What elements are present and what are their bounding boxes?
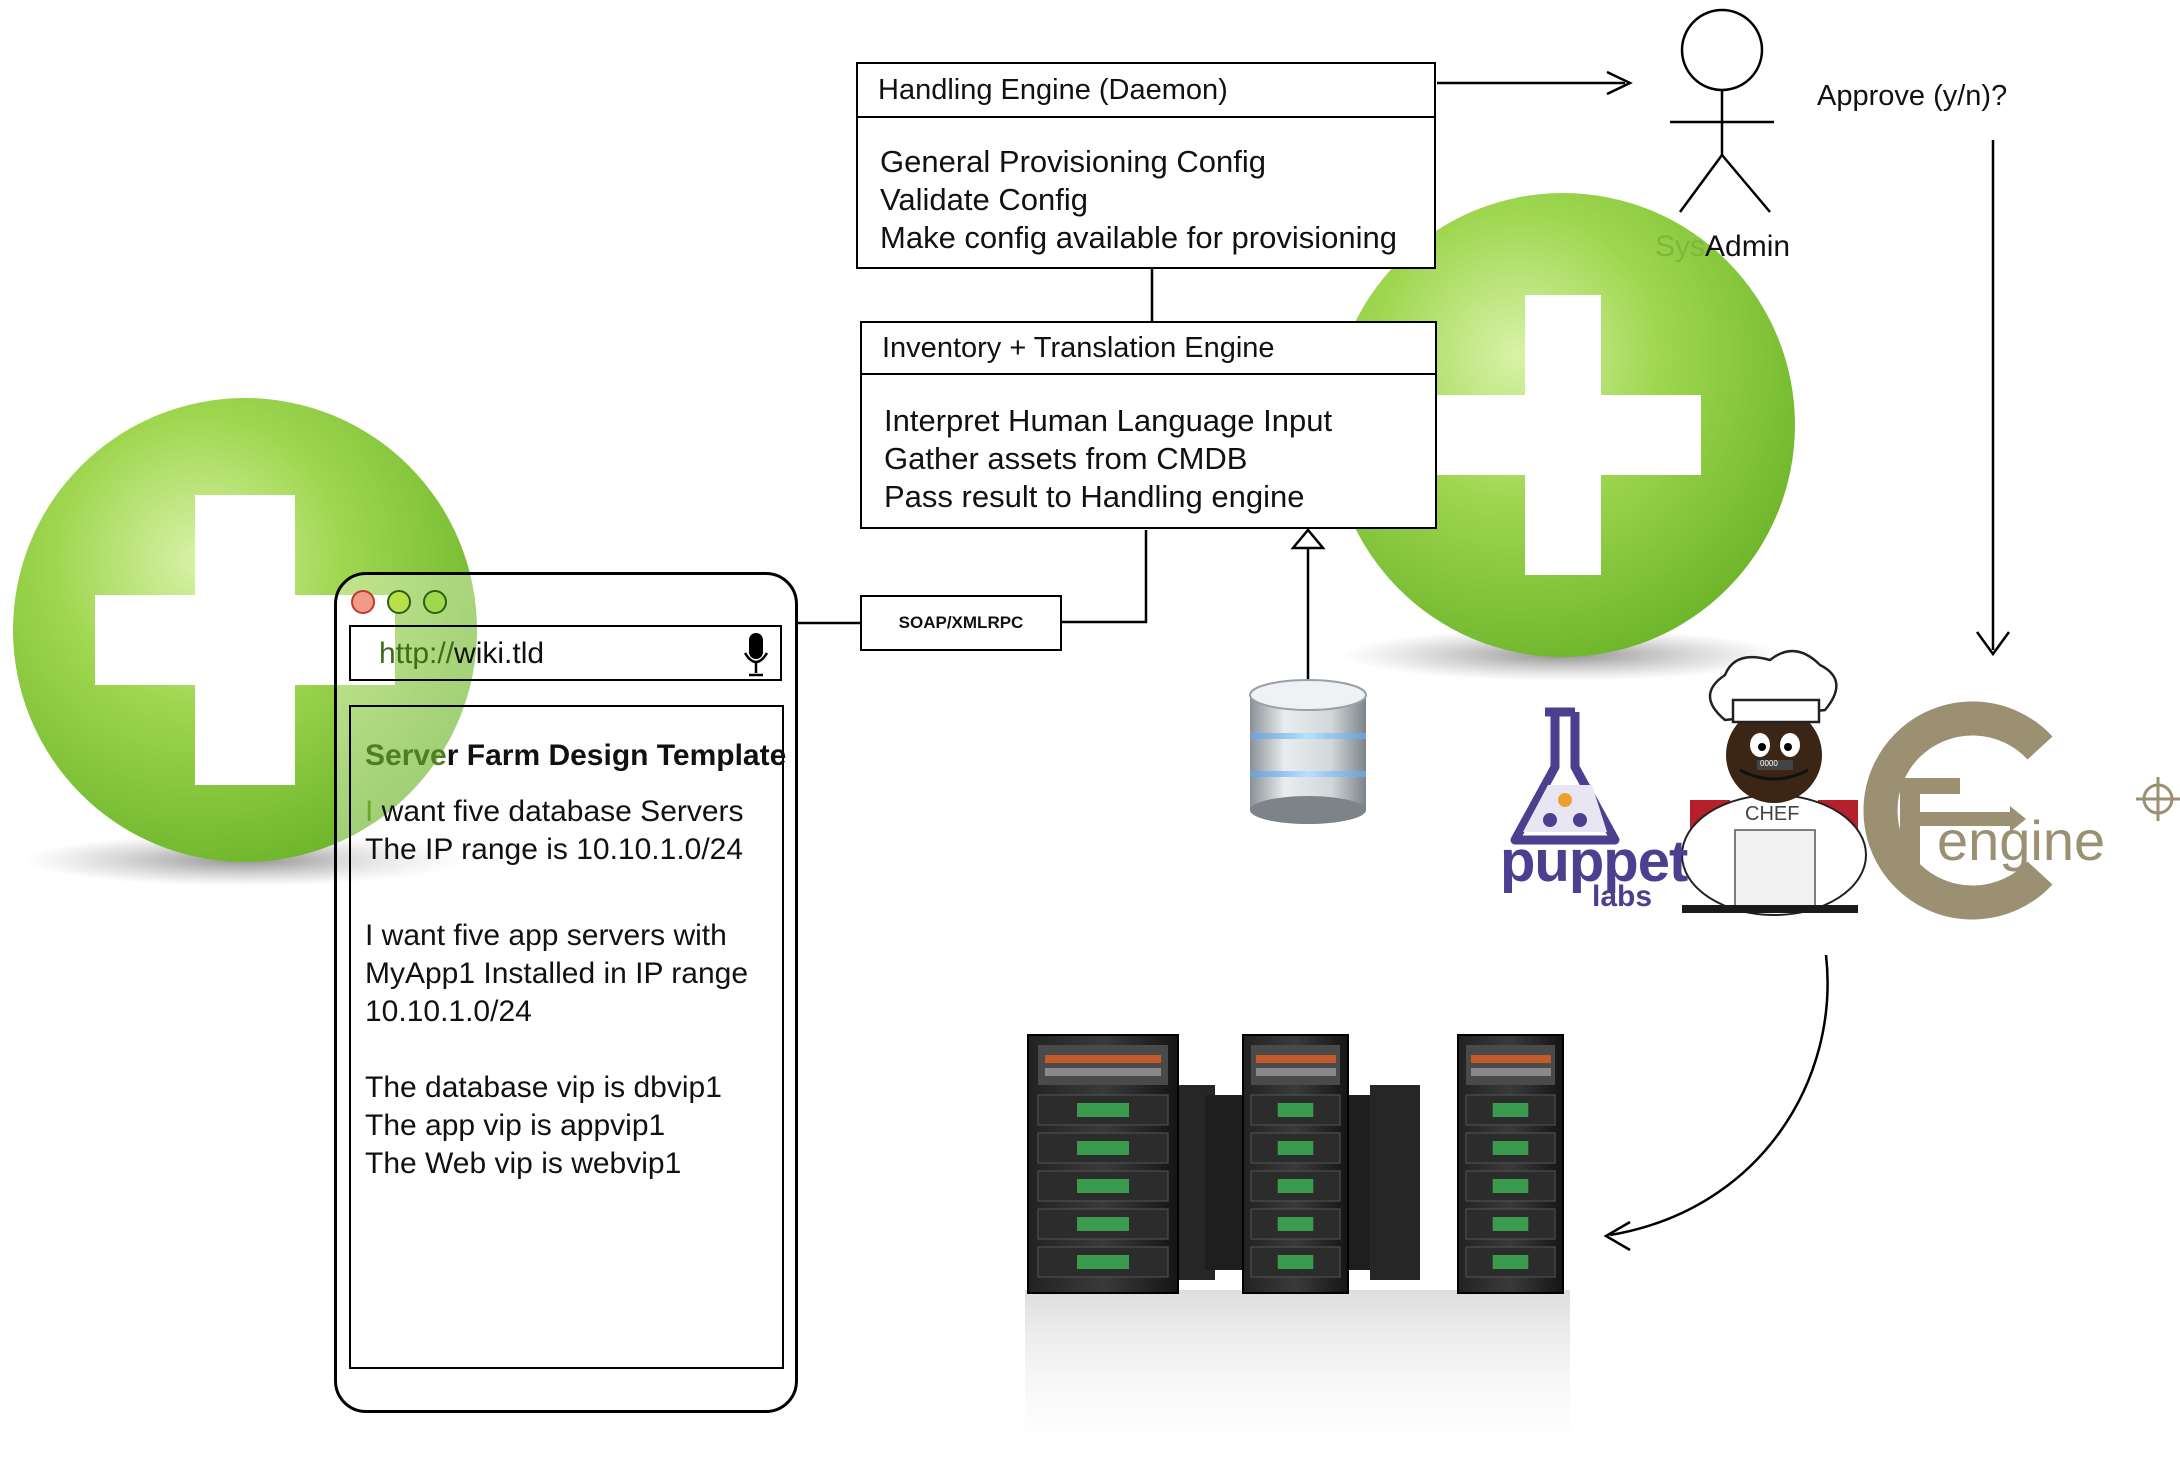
browser-minimize-button[interactable]	[387, 590, 411, 614]
plus-circle-icon-left	[13, 398, 477, 886]
sysadmin-label-suffix: Admin	[1705, 230, 1791, 263]
microphone-icon[interactable]	[741, 631, 771, 679]
cfengine-logo-text: engine	[1937, 809, 2106, 872]
server-unit-light	[1077, 1217, 1129, 1231]
paragraph-1-line-1: I want five database Servers	[365, 795, 744, 829]
browser-url-prefix: http://	[379, 637, 455, 670]
inventory-engine-line-3: Pass result to Handling engine	[884, 479, 1305, 514]
handling-engine-line-1: General Provisioning Config	[880, 144, 1266, 179]
server-unit-light	[1277, 1255, 1314, 1269]
browser-url: http://wiki.tld	[379, 637, 544, 671]
server-unit-light	[1077, 1141, 1129, 1155]
soap-xmlrpc-connector-label: SOAP/XMLRPC	[860, 595, 1062, 651]
inventory-engine-box: Inventory + Translation Engine Interpret…	[860, 321, 1437, 529]
handling-engine-title: Handling Engine (Daemon)	[858, 64, 1434, 118]
sysadmin-actor-icon	[1670, 8, 1774, 213]
browser-url-suffix: wiki.tld	[454, 637, 545, 670]
paragraph-3-line-1: The database vip is dbvip1	[365, 1071, 722, 1104]
server-unit-light	[1492, 1179, 1529, 1193]
puppet-logo-subtext: labs	[1592, 880, 1653, 913]
server-unit-light	[1277, 1179, 1314, 1193]
paragraph-1-line-1-suffix: want five database Servers	[373, 795, 744, 828]
server-unit-light	[1077, 1103, 1129, 1117]
handling-engine-line-3: Make config available for provisioning	[880, 220, 1397, 255]
inventory-engine-line-1: Interpret Human Language Input	[884, 403, 1333, 438]
server-unit-light	[1077, 1179, 1129, 1193]
handling-engine-line-2: Validate Config	[880, 182, 1088, 217]
chef-apron-text: CHEF	[1745, 803, 1800, 825]
paragraph-2-line-2: MyApp1 Installed in IP range	[365, 957, 749, 990]
paragraph-1-line-1-prefix: I	[365, 795, 374, 828]
chef-badge-text: 0000	[1760, 759, 1778, 768]
database-icon	[1249, 679, 1367, 824]
plus-circle-icon-right	[1331, 193, 1795, 681]
server-unit-light	[1492, 1217, 1529, 1231]
connector-lines	[797, 70, 2011, 1252]
puppet-logo-text: puppet	[1500, 829, 1688, 894]
handling-engine-box: Handling Engine (Daemon) General Provisi…	[856, 62, 1436, 269]
sysadmin-label-prefix: Sys	[1655, 230, 1706, 263]
server-unit-light	[1277, 1103, 1314, 1117]
server-rack-group	[1025, 1085, 1570, 1470]
paragraph-2-line-3: 10.10.1.0/24	[365, 995, 532, 1028]
server-unit-light	[1277, 1141, 1314, 1155]
browser-window: http://wiki.tld Server Farm Design Templ…	[334, 572, 798, 1413]
server-unit-light	[1277, 1217, 1314, 1231]
page-title-suffix: r Farm Design Template	[446, 739, 787, 772]
paragraph-3-line-3: The Web vip is webvip1	[365, 1147, 682, 1180]
paragraph-1-line-2: The IP range is 10.10.1.0/24	[365, 833, 744, 866]
server-unit-light	[1492, 1103, 1529, 1117]
browser-address-bar[interactable]: http://wiki.tld	[349, 625, 782, 681]
server-unit-light	[1492, 1141, 1529, 1155]
approve-label: Approve (y/n)?	[1817, 80, 2008, 112]
browser-content-area: Server Farm Design Template I want five …	[349, 705, 786, 1369]
paragraph-2-line-1: I want five app servers with	[365, 919, 727, 952]
page-title: Server Farm Design Template	[365, 739, 786, 773]
sysadmin-label: SysAdmin	[1655, 230, 1790, 264]
puppet-logo	[1510, 707, 1620, 845]
server-unit-light	[1077, 1255, 1129, 1269]
inventory-engine-line-2: Gather assets from CMDB	[884, 441, 1248, 476]
server-unit	[1037, 1208, 1169, 1240]
server-units	[1037, 1094, 1556, 1278]
chef-logo	[1681, 650, 1867, 916]
server-unit-light	[1492, 1255, 1529, 1269]
browser-close-button[interactable]	[351, 590, 375, 614]
browser-maximize-button[interactable]	[423, 590, 447, 614]
page-title-prefix: Serve	[365, 739, 447, 772]
inventory-engine-title: Inventory + Translation Engine	[862, 323, 1435, 375]
server-unit	[1037, 1246, 1169, 1278]
cfengine-logo	[1863, 701, 2180, 920]
paragraph-3-line-2: The app vip is appvip1	[365, 1109, 666, 1142]
